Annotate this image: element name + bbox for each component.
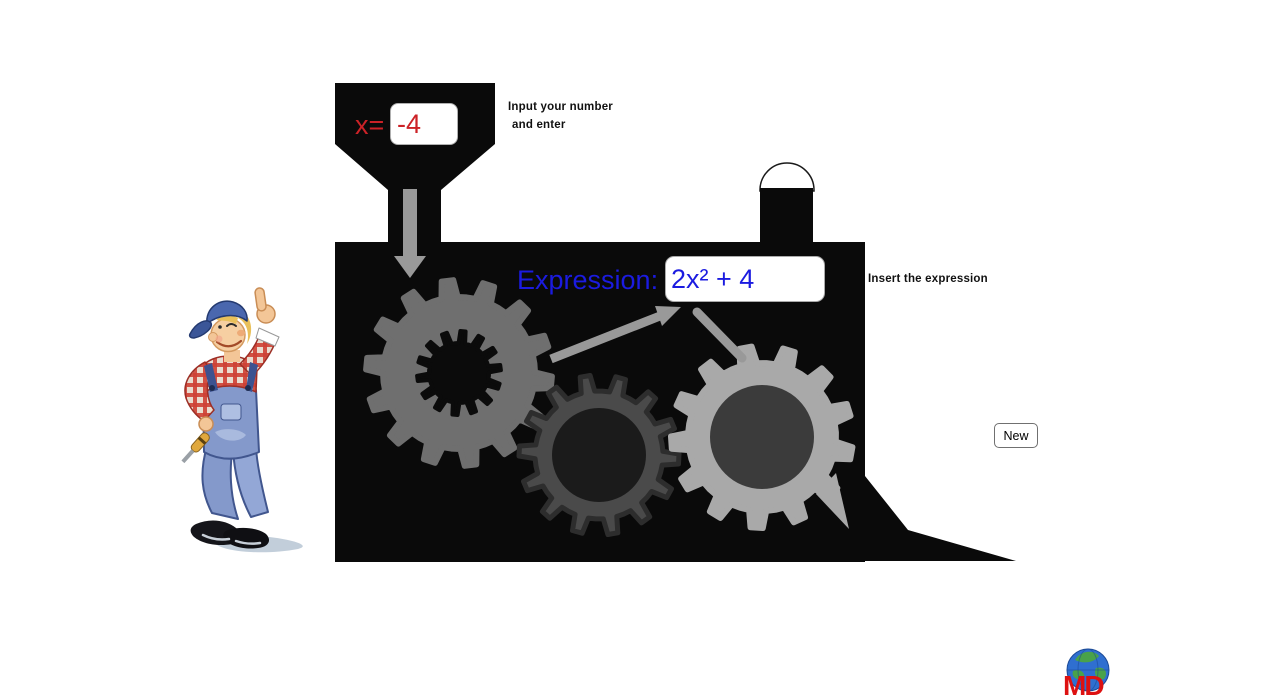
chimney-dome xyxy=(759,162,815,192)
expression-label: Expression: xyxy=(517,265,659,295)
chimney xyxy=(760,188,813,246)
input-drop-arrow xyxy=(394,189,426,278)
input-hint-line1: Input your number xyxy=(508,101,613,113)
mechanic-boy-illustration xyxy=(181,287,303,553)
logo-text: MD xyxy=(1063,670,1104,700)
gear-right-hub xyxy=(710,385,814,489)
gear-left-inner xyxy=(415,329,503,417)
input-hint-line2: and enter xyxy=(512,119,566,131)
screwdriver-icon xyxy=(181,432,210,464)
gear-middle-hub xyxy=(552,408,646,502)
x-label: x= xyxy=(355,110,385,140)
cowcatcher xyxy=(865,476,1016,561)
arrow-to-expression xyxy=(549,306,681,364)
link-to-right-gear xyxy=(692,307,747,363)
function-machine-illustration xyxy=(335,83,1016,562)
expression-hint: Insert the expression xyxy=(868,273,988,285)
expression-input[interactable] xyxy=(665,256,825,302)
x-input[interactable] xyxy=(390,103,458,145)
new-button[interactable]: New xyxy=(994,423,1038,448)
md-globe-logo: MD xyxy=(1063,648,1110,700)
